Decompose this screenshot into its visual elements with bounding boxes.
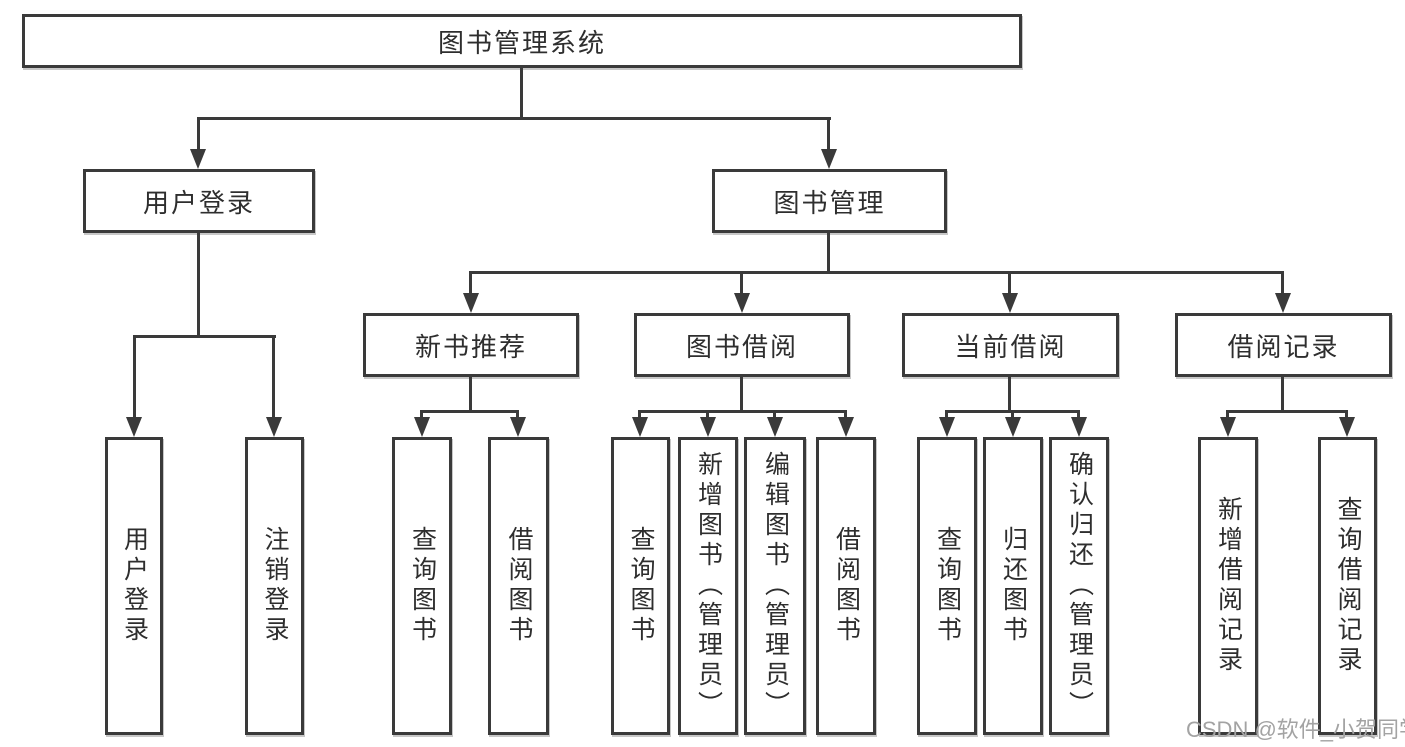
node-current-borrow: 当前借阅 <box>902 313 1119 377</box>
node-new-book-recommend-label: 新书推荐 <box>414 331 527 362</box>
connector-line <box>827 233 830 271</box>
connector-line <box>469 271 1284 274</box>
arrow-down-icon <box>190 149 206 169</box>
leaf-query-books-current-label: 查询图书 <box>933 526 962 646</box>
leaf-logout: 注销登录 <box>245 437 304 735</box>
leaf-confirm-return-admin-label: 确认归还（管理员） <box>1065 451 1094 721</box>
leaf-query-books-current: 查询图书 <box>917 437 977 735</box>
leaf-borrow-books-2-label: 借阅图书 <box>832 526 861 646</box>
connector-line <box>133 335 276 338</box>
connector-line <box>133 335 136 417</box>
node-book-borrow-label: 图书借阅 <box>685 331 798 362</box>
connector-line <box>420 410 519 413</box>
arrow-down-icon <box>838 417 854 437</box>
connector-line <box>272 335 275 417</box>
connector-line <box>740 377 743 410</box>
arrow-down-icon <box>1220 417 1236 437</box>
arrow-down-icon <box>939 417 955 437</box>
node-borrow-records: 借阅记录 <box>1175 313 1392 377</box>
arrow-down-icon <box>266 417 282 437</box>
leaf-query-borrow-record-label: 查询借阅记录 <box>1334 496 1362 676</box>
connector-line <box>844 410 847 419</box>
connector-line <box>520 68 523 117</box>
node-user-login: 用户登录 <box>83 169 315 233</box>
arrow-down-icon <box>1339 417 1355 437</box>
leaf-edit-book-admin: 编辑图书（管理员） <box>744 437 806 735</box>
node-book-borrow: 图书借阅 <box>634 313 850 377</box>
arrow-down-icon <box>510 417 526 437</box>
connector-line <box>945 410 948 419</box>
node-root: 图书管理系统 <box>22 14 1022 68</box>
node-borrow-records-label: 借阅记录 <box>1227 331 1340 362</box>
connector-line <box>420 410 423 419</box>
leaf-confirm-return-admin: 确认归还（管理员） <box>1049 437 1109 735</box>
leaf-borrow-books-recommend: 借阅图书 <box>488 437 549 735</box>
connector-line <box>197 117 831 120</box>
leaf-query-books-recommend: 查询图书 <box>392 437 452 735</box>
connector-line <box>469 377 472 410</box>
leaf-user-login: 用户登录 <box>105 437 163 735</box>
connector-line <box>638 410 847 413</box>
arrow-down-icon <box>1275 293 1291 313</box>
connector-line <box>1008 377 1011 410</box>
connector-line <box>1281 271 1284 293</box>
arrow-down-icon <box>632 417 648 437</box>
node-new-book-recommend: 新书推荐 <box>363 313 579 377</box>
arrow-down-icon <box>126 417 142 437</box>
connector-line <box>516 410 519 419</box>
connector-line <box>1345 410 1348 419</box>
arrow-down-icon <box>821 149 837 169</box>
connector-line <box>197 117 200 151</box>
leaf-borrow-books-recommend-label: 借阅图书 <box>505 526 533 646</box>
connector-line <box>1281 377 1284 410</box>
leaf-add-book-admin-label: 新增图书（管理员） <box>694 451 723 721</box>
leaf-query-books-borrow: 查询图书 <box>611 437 670 735</box>
connector-line <box>827 117 830 151</box>
connector-line <box>1011 410 1014 419</box>
arrow-down-icon <box>1005 417 1021 437</box>
leaf-logout-label: 注销登录 <box>261 526 289 646</box>
connector-line <box>1226 410 1229 419</box>
node-book-management: 图书管理 <box>712 169 947 233</box>
connector-line <box>469 271 472 293</box>
leaf-query-borrow-record: 查询借阅记录 <box>1318 437 1377 735</box>
leaf-add-book-admin: 新增图书（管理员） <box>678 437 738 735</box>
leaf-add-borrow-record: 新增借阅记录 <box>1198 437 1258 735</box>
leaf-user-login-label: 用户登录 <box>120 526 149 646</box>
node-current-borrow-label: 当前借阅 <box>954 331 1067 362</box>
arrow-down-icon <box>700 417 716 437</box>
leaf-borrow-books-2: 借阅图书 <box>816 437 876 735</box>
arrow-down-icon <box>767 417 783 437</box>
arrow-down-icon <box>1002 293 1018 313</box>
watermark-text: CSDN @软件_小贺同学 <box>1186 717 1405 742</box>
connector-line <box>740 271 743 293</box>
connector-line <box>706 410 709 419</box>
leaf-query-books-recommend-label: 查询图书 <box>408 526 437 646</box>
connector-line <box>1226 410 1348 413</box>
connector-line <box>1008 271 1011 293</box>
arrow-down-icon <box>1071 417 1087 437</box>
connector-line <box>638 410 641 419</box>
connector-line <box>773 410 776 419</box>
connector-line <box>1077 410 1080 419</box>
leaf-return-book-label: 归还图书 <box>999 526 1028 646</box>
arrow-down-icon <box>734 293 750 313</box>
arrow-down-icon <box>463 293 479 313</box>
connector-line <box>197 233 200 335</box>
leaf-return-book: 归还图书 <box>983 437 1043 735</box>
leaf-add-borrow-record-label: 新增借阅记录 <box>1214 496 1243 676</box>
node-root-label: 图书管理系统 <box>437 27 606 58</box>
leaf-query-books-borrow-label: 查询图书 <box>627 526 655 646</box>
arrow-down-icon <box>414 417 430 437</box>
leaf-edit-book-admin-label: 编辑图书（管理员） <box>761 451 790 721</box>
node-user-login-label: 用户登录 <box>142 187 255 218</box>
node-book-management-label: 图书管理 <box>773 187 886 218</box>
